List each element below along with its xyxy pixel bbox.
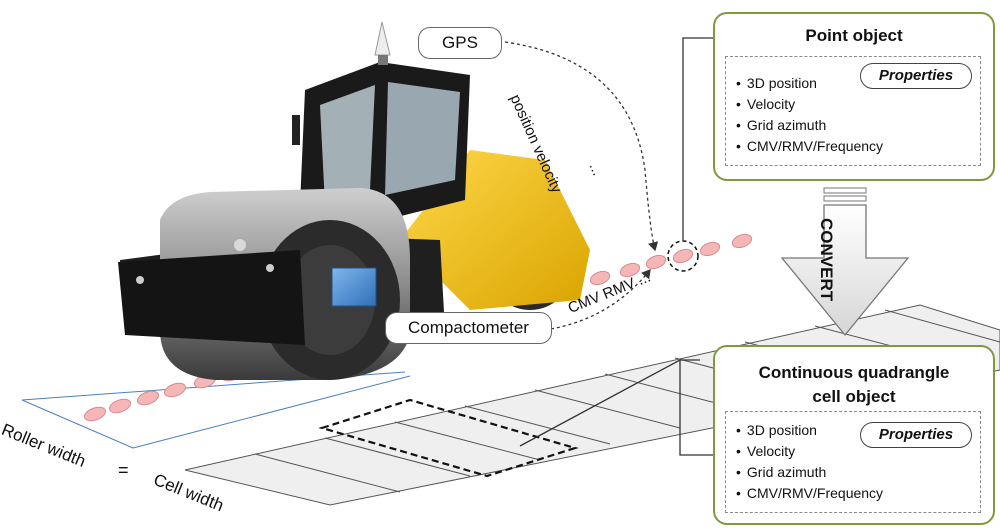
point-property-item: Velocity — [736, 94, 883, 115]
cell-object-panel: Continuous quadrangle cell object Proper… — [713, 345, 995, 525]
convert-arrow — [780, 187, 910, 337]
cell-property-item: CMV/RMV/Frequency — [736, 483, 883, 504]
point-object-properties-box: Properties 3D position Velocity Grid azi… — [725, 56, 981, 166]
gps-flow-arrow — [504, 41, 659, 252]
compactometer-label: Compactometer — [385, 312, 552, 344]
point-property-item: 3D position — [736, 73, 883, 94]
measurement-points — [83, 233, 753, 422]
compactometer-sensor — [331, 267, 377, 307]
gps-label: GPS — [418, 27, 502, 59]
cell-property-item: Velocity — [736, 441, 883, 462]
cell-properties-list: 3D position Velocity Grid azimuth CMV/RM… — [736, 420, 883, 504]
cell-object-title-line1: Continuous quadrangle — [758, 363, 950, 382]
highlighted-cell — [318, 398, 579, 478]
point-connector — [682, 37, 716, 241]
convert-label: CONVERT — [817, 218, 836, 302]
point-properties-list: 3D position Velocity Grid azimuth CMV/RM… — [736, 73, 883, 157]
cell-connector-2 — [679, 360, 716, 456]
equals-label: = — [118, 460, 129, 480]
point-property-item: CMV/RMV/Frequency — [736, 136, 883, 157]
cell-object-properties-box: Properties 3D position Velocity Grid azi… — [725, 411, 981, 513]
roller-machine — [118, 21, 590, 380]
point-object-panel: Point object Properties 3D position Velo… — [713, 12, 995, 181]
cell-object-title-line2: cell object — [812, 387, 896, 406]
cell-property-item: Grid azimuth — [736, 462, 883, 483]
point-object-title: Point object — [805, 26, 903, 45]
point-property-item: Grid azimuth — [736, 115, 883, 136]
compactometer-flow-arrow — [544, 268, 651, 331]
cell-property-item: 3D position — [736, 420, 883, 441]
